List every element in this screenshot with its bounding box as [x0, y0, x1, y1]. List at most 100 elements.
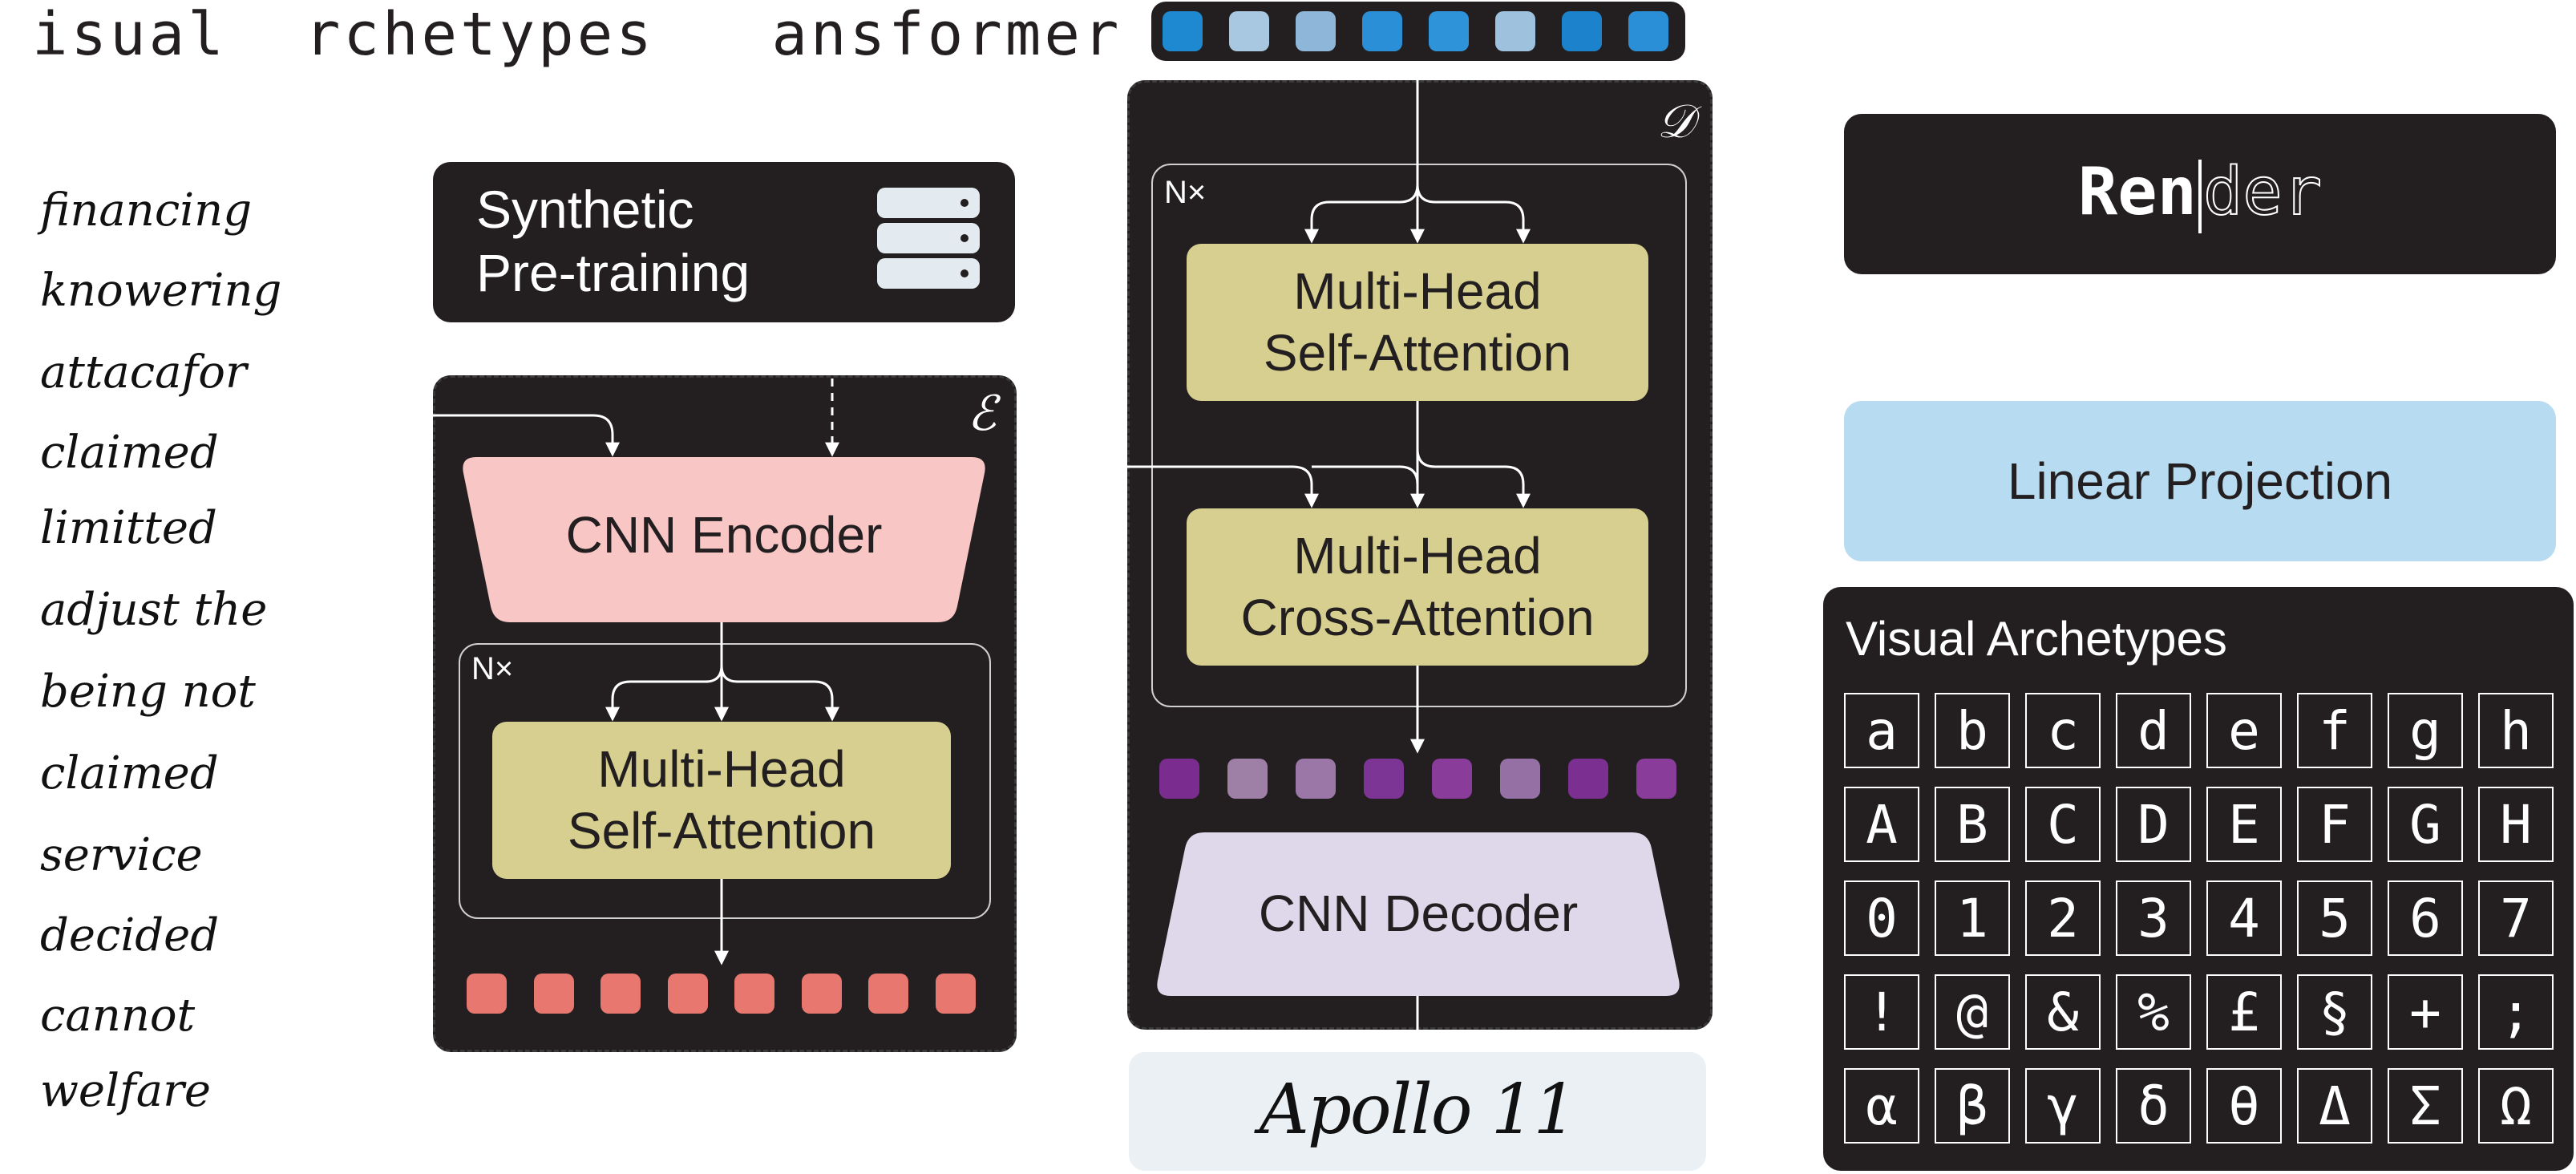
database-icon [877, 188, 980, 289]
decoder-output-token [1159, 759, 1199, 799]
encoder-token [801, 974, 842, 1014]
archetype-glyph: g [2388, 693, 2463, 768]
encoder-self-attention-line2: Self-Attention [567, 802, 876, 860]
pretraining-line2: Pre-training [476, 243, 750, 303]
archetype-glyph: & [2025, 974, 2101, 1050]
decoder-query-token [1296, 11, 1336, 51]
visual-archetypes-title: Visual Archetypes [1846, 612, 2227, 666]
decoder-repeat-label: N× [1164, 175, 1207, 210]
handwritten-word: knowering [40, 265, 282, 317]
decoder-cross-attention-line2: Cross-Attention [1240, 589, 1595, 646]
cnn-decoder-block [1157, 832, 1680, 996]
archetype-glyph: Σ [2388, 1068, 2463, 1144]
decoder-output-token [1432, 759, 1472, 799]
archetype-glyph: C [2025, 787, 2101, 862]
archetype-glyph: % [2116, 974, 2191, 1050]
archetype-glyph: ; [2478, 974, 2554, 1050]
archetype-glyph: 2 [2025, 880, 2101, 956]
cnn-decoder-label: CNN Decoder [1258, 885, 1579, 942]
handwritten-word: attacafor [40, 346, 247, 399]
encoder-self-attention-line1: Multi-Head [597, 740, 846, 799]
decoder-query-token [1163, 11, 1203, 51]
archetype-glyph: 1 [1935, 880, 2010, 956]
archetype-glyph: Ω [2478, 1068, 2554, 1144]
synthetic-pretraining-panel: Synthetic Pre-training [433, 162, 1015, 322]
handwritten-word: service [40, 829, 203, 881]
archetype-glyph: D [2116, 787, 2191, 862]
output-word-image: Apollo 11 [1129, 1052, 1706, 1171]
decoder-query-token [1562, 11, 1602, 51]
handwritten-word: being not [40, 666, 256, 718]
render-cursor [2198, 159, 2202, 233]
output-word-text: Apollo 11 [1259, 1070, 1578, 1150]
archetype-glyph: 5 [2297, 880, 2372, 956]
decoder-query-token [1495, 11, 1535, 51]
archetype-glyph: G [2388, 787, 2463, 862]
render-panel: Render [1844, 114, 2556, 274]
handwritten-word: cannot [40, 990, 196, 1042]
archetype-glyph: B [1935, 787, 2010, 862]
decoder-repeat-box [1151, 164, 1687, 707]
decoder-symbol: 𝒟 [1656, 94, 1694, 148]
archetype-glyph: b [1935, 693, 2010, 768]
encoder-repeat-box [459, 643, 991, 919]
decoder-self-attention-line2: Self-Attention [1263, 324, 1572, 382]
linear-projection-block: Linear Projection [1844, 401, 2556, 561]
encoder-token [868, 974, 908, 1014]
handwritten-word: financing [40, 184, 253, 237]
archetype-glyph: h [2478, 693, 2554, 768]
cnn-encoder-label: CNN Encoder [565, 506, 883, 564]
decoder-cross-attention-block: Multi-Head Cross-Attention [1187, 508, 1648, 666]
decoder-query-token [1362, 11, 1402, 51]
decoder-output-token [1568, 759, 1608, 799]
handwritten-word: adjust the [40, 584, 268, 636]
decoder-cross-attention-line1: Multi-Head [1293, 527, 1542, 585]
archetype-glyph: d [2116, 693, 2191, 768]
handwritten-word: decided [40, 909, 220, 961]
archetype-glyph: β [1935, 1068, 2010, 1144]
archetype-glyph: e [2206, 693, 2282, 768]
pretraining-line1: Synthetic [476, 180, 694, 239]
handwritten-word: claimed [40, 747, 219, 800]
archetype-glyph: £ [2206, 974, 2282, 1050]
archetype-glyph: F [2297, 787, 2372, 862]
encoder-token [533, 974, 574, 1014]
archetype-glyph: § [2297, 974, 2372, 1050]
encoder-token [935, 974, 976, 1014]
archetype-glyph: 0 [1844, 880, 1919, 956]
archetype-glyph: δ [2116, 1068, 2191, 1144]
handwritten-word: claimed [40, 427, 219, 479]
archetype-glyph: 4 [2206, 880, 2282, 956]
decoder-output-token [1227, 759, 1268, 799]
encoder-self-attention-block: Multi-Head Self-Attention [492, 722, 951, 879]
encoder-repeat-label: N× [471, 651, 514, 686]
decoder-query-token [1229, 11, 1269, 51]
linear-projection-label: Linear Projection [2007, 452, 2393, 510]
archetype-glyph: 6 [2388, 880, 2463, 956]
decoder-output-token [1296, 759, 1336, 799]
render-label: Render [1844, 153, 2556, 233]
archetype-glyph: a [1844, 693, 1919, 768]
decoder-query-token [1429, 11, 1469, 51]
encoder-symbol: ℰ [967, 386, 997, 442]
decoder-self-attention-block: Multi-Head Self-Attention [1187, 244, 1648, 401]
encoder-token [734, 974, 774, 1014]
decoder-output-token [1500, 759, 1540, 799]
decoder-output-token [1364, 759, 1404, 799]
decoder-output-token [1636, 759, 1676, 799]
encoder-token [601, 974, 641, 1014]
cnn-encoder-block [463, 457, 985, 622]
archetype-glyph: ! [1844, 974, 1919, 1050]
visual-archetypes-panel: Visual Archetypes [1823, 587, 2574, 1171]
encoder-token [667, 974, 708, 1014]
archetype-glyph: f [2297, 693, 2372, 768]
pretraining-label: Synthetic Pre-training [476, 178, 750, 305]
render-label-outline: der [2202, 153, 2323, 231]
handwritten-word: welfare [40, 1065, 212, 1117]
archetype-glyph: A [1844, 787, 1919, 862]
archetype-glyph: + [2388, 974, 2463, 1050]
handwritten-word: limitted [40, 502, 217, 554]
diagram-title: isual rchetypes ansformer [32, 0, 1122, 69]
archetype-glyph: γ [2025, 1068, 2101, 1144]
